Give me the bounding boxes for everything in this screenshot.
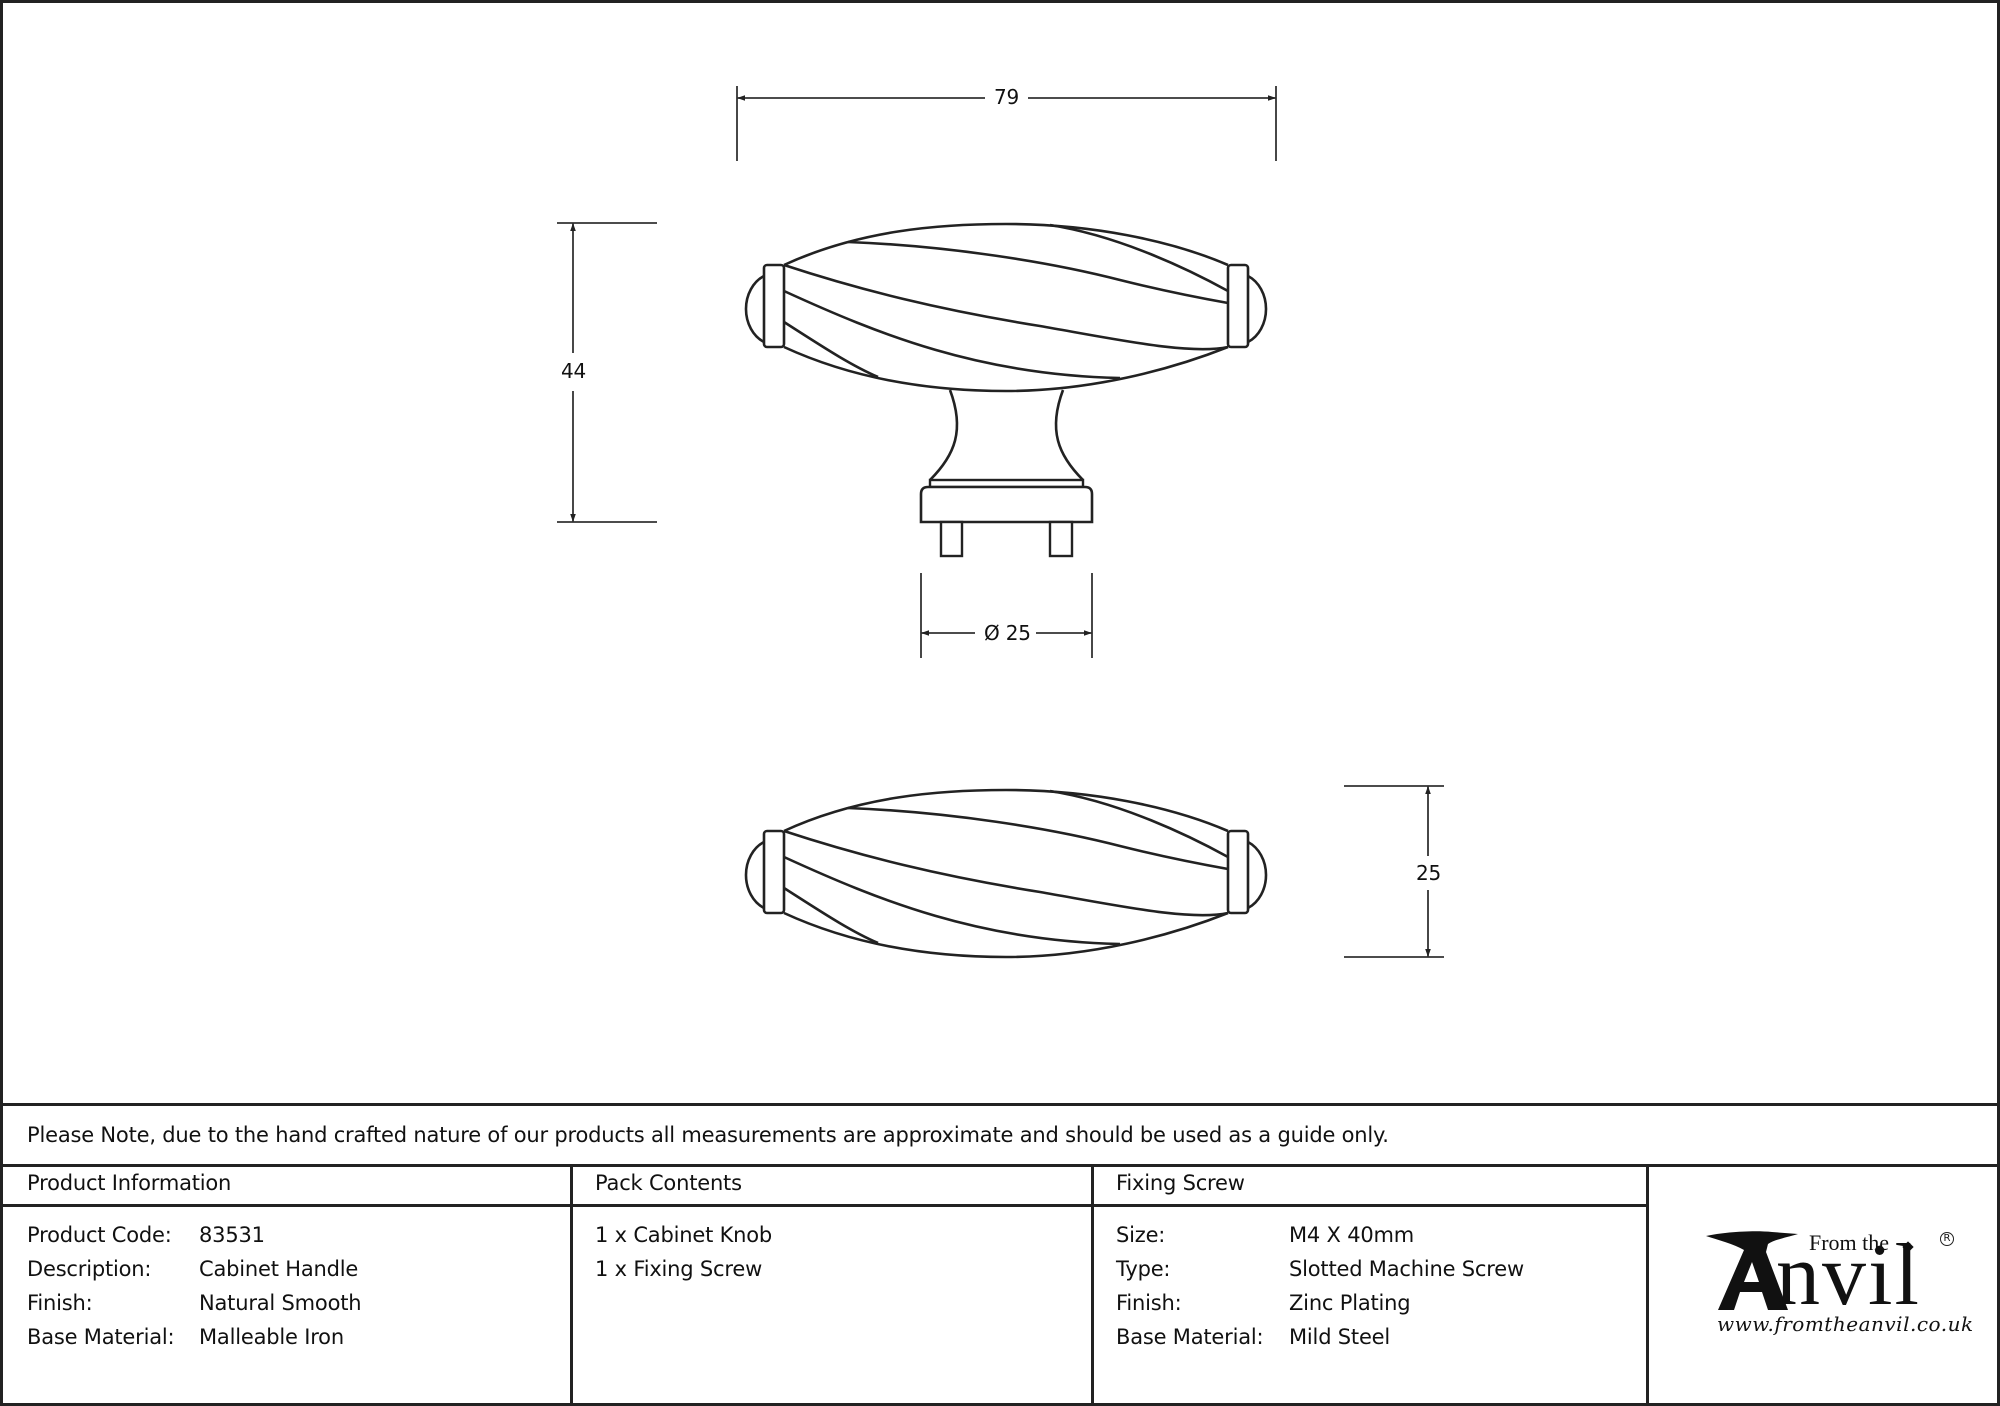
product-information-heading: Product Information: [27, 1171, 232, 1195]
logo-url: www.fromtheanvil.co.uk: [1717, 1312, 1974, 1336]
pack-item: 1 x Cabinet Knob: [595, 1223, 773, 1247]
disclaimer-note: Please Note, due to the hand crafted nat…: [27, 1123, 1389, 1147]
product-code-label: Product Code:: [27, 1223, 172, 1247]
width-dimension-label: 79: [994, 85, 1020, 109]
registered-mark: R: [1940, 1232, 1954, 1246]
depth-dimension: [1344, 785, 1444, 958]
logo-from-the: From the: [1809, 1230, 1890, 1255]
front-view-knob: [744, 222, 1268, 558]
screw-type-label: Type:: [1116, 1257, 1171, 1281]
note-top-divider: [0, 1103, 2000, 1106]
screw-type-value: Slotted Machine Screw: [1289, 1257, 1524, 1281]
height-dimension-label: 44: [561, 359, 587, 383]
width-dimension: [736, 86, 1277, 161]
depth-dimension-label: 25: [1416, 861, 1442, 885]
pack-contents-heading: Pack Contents: [595, 1171, 742, 1195]
anvil-icon: [1706, 1231, 1798, 1310]
technical-drawing: [557, 86, 1444, 959]
column-divider-1: [570, 1164, 573, 1406]
screw-finish-label: Finish:: [1116, 1291, 1182, 1315]
base-diameter-dimension-label: Ø 25: [984, 621, 1031, 645]
column-divider-3: [1646, 1164, 1649, 1406]
column-divider-2: [1091, 1164, 1094, 1406]
screw-size-value: M4 X 40mm: [1289, 1223, 1415, 1247]
description-label: Description:: [27, 1257, 152, 1281]
base-material-label: Base Material:: [27, 1325, 175, 1349]
finish-value: Natural Smooth: [199, 1291, 362, 1315]
description-value: Cabinet Handle: [199, 1257, 359, 1281]
base-diameter-dimension: [920, 573, 1093, 658]
base-material-value: Malleable Iron: [199, 1325, 344, 1349]
screw-base-material-label: Base Material:: [1116, 1325, 1264, 1349]
screw-finish-value: Zinc Plating: [1289, 1291, 1411, 1315]
pack-item: 1 x Fixing Screw: [595, 1257, 763, 1281]
product-code-value: 83531: [199, 1223, 265, 1247]
logo-anvil-text: nvil: [1776, 1227, 1921, 1324]
screw-base-material-value: Mild Steel: [1289, 1325, 1391, 1349]
height-dimension: [557, 222, 657, 523]
note-bottom-divider: [0, 1164, 2000, 1167]
screw-size-label: Size:: [1116, 1223, 1166, 1247]
heading-divider: [0, 1204, 1648, 1207]
finish-label: Finish:: [27, 1291, 93, 1315]
fixing-screw-heading: Fixing Screw: [1116, 1171, 1245, 1195]
